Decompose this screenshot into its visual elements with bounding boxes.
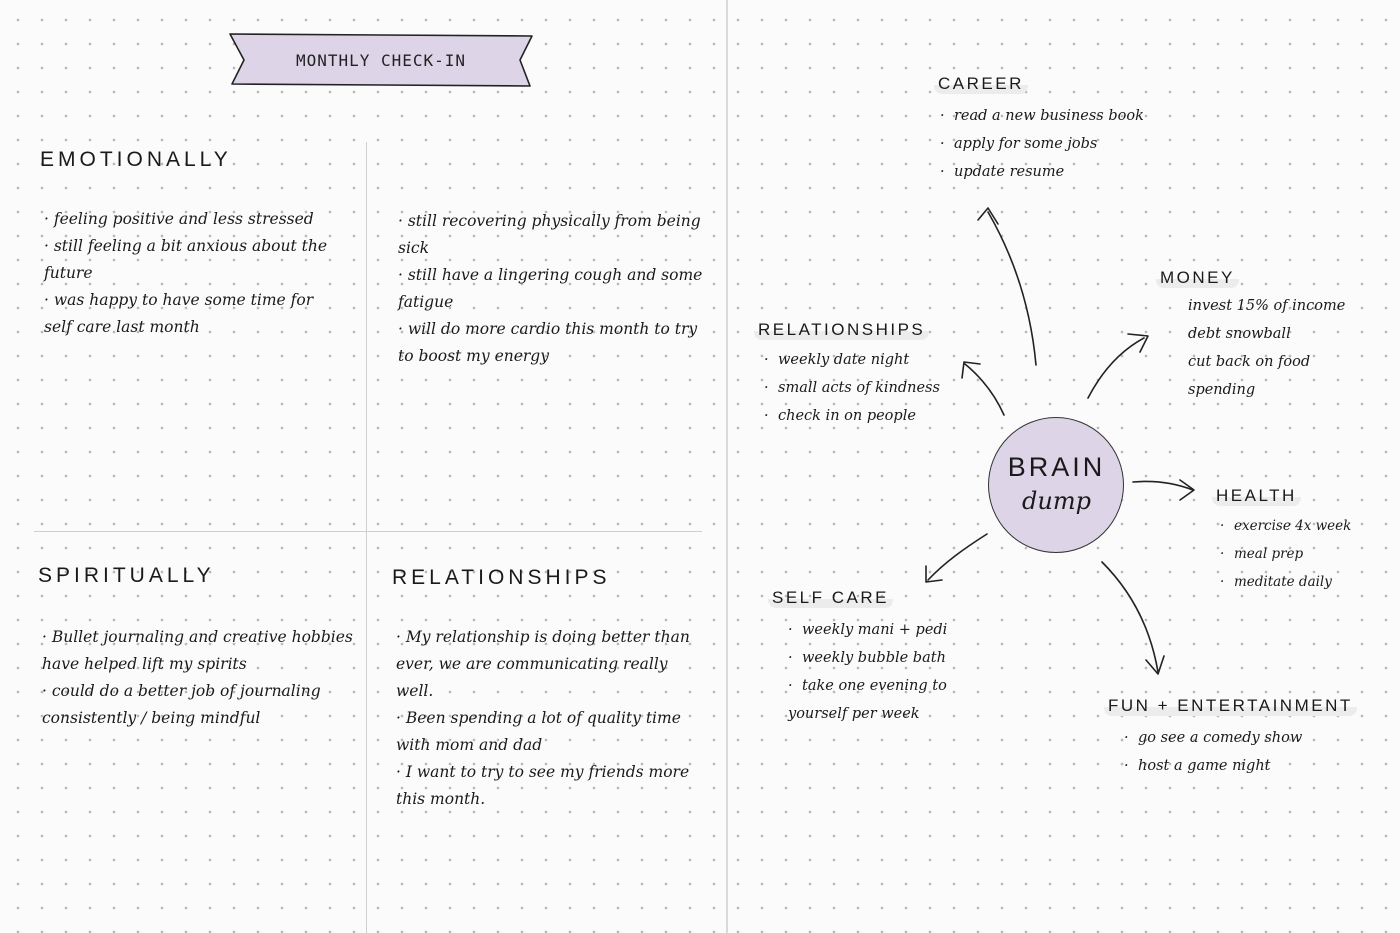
list-item: debt snowball bbox=[1188, 326, 1291, 342]
emotionally-notes-left: · feeling positive and less stressed · s… bbox=[44, 206, 344, 341]
note-item: · could do a better job of journaling co… bbox=[42, 682, 321, 727]
arrowhead-career bbox=[977, 207, 999, 225]
list-item: ·meditate daily bbox=[1220, 574, 1332, 590]
quadrant-divider-vertical-bottom bbox=[366, 531, 367, 933]
mindmap-relationships-heading: RELATIONSHIPS bbox=[754, 320, 930, 340]
spiritually-heading: SPIRITUALLY bbox=[38, 564, 215, 587]
note-item: · My relationship is doing better than e… bbox=[396, 628, 690, 700]
arrow-fun bbox=[1101, 561, 1159, 673]
brain-dump-subtitle: dump bbox=[1022, 487, 1091, 515]
note-item: · feeling positive and less stressed bbox=[44, 210, 314, 228]
career-list: ·read a new business book ·apply for som… bbox=[940, 102, 1144, 186]
arrowhead-relationships bbox=[961, 361, 981, 379]
note-item: · still have a lingering cough and some … bbox=[398, 266, 703, 311]
arrowhead-self-care bbox=[925, 565, 943, 583]
note-item: · still recovering physically from being… bbox=[398, 212, 701, 257]
note-item: · was happy to have some time for self c… bbox=[44, 291, 314, 336]
arrow-money bbox=[1087, 337, 1145, 399]
self-care-list: ·weekly mani + pedi ·weekly bubble bath … bbox=[788, 616, 978, 728]
arrowhead-money bbox=[1127, 333, 1149, 353]
arrow-health bbox=[1132, 480, 1194, 491]
brain-dump-title: BRAIN bbox=[1007, 452, 1106, 482]
arrow-career bbox=[987, 211, 1037, 366]
arrow-relationships bbox=[964, 363, 1005, 416]
emotionally-notes-right: · still recovering physically from being… bbox=[398, 208, 703, 370]
list-item: ·weekly bubble bath bbox=[788, 650, 946, 666]
list-item: ·go see a comedy show bbox=[1124, 730, 1303, 746]
emotionally-heading: EMOTIONALLY bbox=[40, 148, 232, 171]
fun-entertainment-list: ·go see a comedy show ·host a game night bbox=[1124, 724, 1302, 780]
money-list: invest 15% of income debt snowball cut b… bbox=[1188, 292, 1378, 404]
career-heading: CAREER bbox=[934, 74, 1028, 94]
arrowhead-fun bbox=[1145, 655, 1165, 675]
note-item: · will do more cardio this month to try … bbox=[398, 320, 698, 365]
brain-dump-circle bbox=[988, 417, 1124, 553]
list-item: ·weekly date night bbox=[764, 352, 910, 368]
list-item: invest 15% of income bbox=[1188, 298, 1346, 314]
list-item: ·meal prep bbox=[1220, 546, 1304, 562]
arrowhead-health bbox=[1179, 479, 1195, 501]
list-item: ·update resume bbox=[940, 164, 1065, 180]
page-title: MONTHLY CHECK-IN bbox=[295, 50, 467, 70]
list-item: ·weekly mani + pedi bbox=[788, 622, 948, 638]
money-heading: MONEY bbox=[1156, 268, 1239, 288]
relationships-notes: · My relationship is doing better than e… bbox=[396, 624, 696, 813]
list-item: ·apply for some jobs bbox=[940, 136, 1098, 152]
note-item: · Bullet journaling and creative hobbies… bbox=[42, 628, 353, 673]
quadrant-divider-horizontal bbox=[34, 531, 702, 532]
self-care-heading: SELF CARE bbox=[768, 588, 893, 608]
health-list: ·exercise 4x week ·meal prep ·meditate d… bbox=[1220, 512, 1351, 596]
list-item: ·check in on people bbox=[764, 408, 916, 424]
health-heading: HEALTH bbox=[1212, 486, 1301, 506]
fun-entertainment-heading: FUN + ENTERTAINMENT bbox=[1104, 696, 1357, 716]
note-item: · still feeling a bit anxious about the … bbox=[44, 237, 328, 282]
page-gutter bbox=[726, 0, 728, 933]
list-item: ·host a game night bbox=[1124, 758, 1271, 774]
banner-ribbon bbox=[229, 33, 533, 87]
spiritually-notes: · Bullet journaling and creative hobbies… bbox=[42, 624, 357, 732]
note-item: · I want to try to see my friends more t… bbox=[396, 763, 690, 808]
list-item: ·read a new business book bbox=[940, 108, 1144, 124]
mindmap-relationships-list: ·weekly date night ·small acts of kindne… bbox=[764, 346, 940, 430]
list-item: cut back on food spending bbox=[1188, 354, 1311, 398]
list-item: ·take one evening to yourself per week bbox=[788, 678, 947, 722]
list-item: ·exercise 4x week bbox=[1220, 518, 1352, 534]
list-item: ·small acts of kindness bbox=[764, 380, 940, 396]
relationships-heading: RELATIONSHIPS bbox=[392, 566, 611, 589]
note-item: · Been spending a lot of quality time wi… bbox=[396, 709, 681, 754]
arrow-self-care bbox=[927, 533, 988, 581]
quadrant-divider-vertical-top bbox=[366, 142, 367, 531]
